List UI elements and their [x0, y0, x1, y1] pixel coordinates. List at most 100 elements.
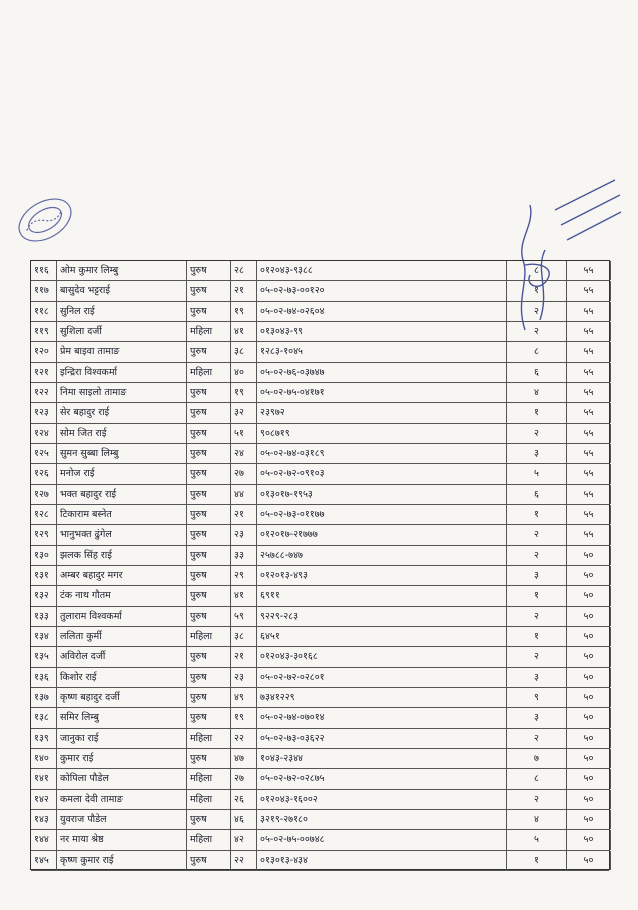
- cell-name: कोपिला पौडेल: [57, 769, 187, 789]
- cell-count: ४: [507, 383, 567, 403]
- cell-name: मनोज राई: [57, 464, 187, 484]
- cell-id-number: ०१२०४३-३०१६८: [257, 647, 507, 667]
- cell-serial: १४२: [31, 789, 57, 809]
- cell-name: इन्द्रिरा विश्वकर्मा: [57, 362, 187, 382]
- cell-count: १: [507, 627, 567, 647]
- cell-id-number: ०५-०२-७४-०३१८९: [257, 444, 507, 464]
- cell-count: २: [507, 789, 567, 809]
- cell-id-number: ०१२०४३-१६००२: [257, 789, 507, 809]
- cell-code: ५०: [567, 688, 611, 708]
- cell-age: २१: [231, 281, 257, 301]
- cell-id-number: ०५-०२-७४-०७०१४: [257, 708, 507, 728]
- cell-serial: १२७: [31, 484, 57, 504]
- cell-count: ९: [507, 688, 567, 708]
- cell-gender: महिला: [187, 789, 231, 809]
- cell-count: १: [507, 586, 567, 606]
- cell-gender: पुरुष: [187, 606, 231, 626]
- cell-count: ३: [507, 444, 567, 464]
- cell-gender: महिला: [187, 728, 231, 748]
- cell-code: ५५: [567, 505, 611, 525]
- cell-name: झलक सिंह राई: [57, 545, 187, 565]
- cell-count: १: [507, 403, 567, 423]
- cell-serial: १३५: [31, 647, 57, 667]
- cell-serial: १४५: [31, 850, 57, 870]
- cell-serial: १३२: [31, 586, 57, 606]
- cell-age: ४१: [231, 586, 257, 606]
- cell-serial: १३८: [31, 708, 57, 728]
- cell-code: ५०: [567, 850, 611, 870]
- cell-gender: पुरुष: [187, 342, 231, 362]
- cell-serial: १२२: [31, 383, 57, 403]
- cell-serial: १२६: [31, 464, 57, 484]
- cell-age: ५१: [231, 423, 257, 443]
- cell-gender: पुरुष: [187, 688, 231, 708]
- cell-serial: १३४: [31, 627, 57, 647]
- cell-age: ३८: [231, 627, 257, 647]
- cell-gender: महिला: [187, 322, 231, 342]
- cell-name: कृष्ण कुमार राई: [57, 850, 187, 870]
- cell-code: ५०: [567, 728, 611, 748]
- cell-age: ३८: [231, 342, 257, 362]
- cell-gender: पुरुष: [187, 403, 231, 423]
- cell-code: ५०: [567, 647, 611, 667]
- cell-code: ५५: [567, 362, 611, 382]
- cell-count: ६: [507, 484, 567, 504]
- cell-code: ५०: [567, 667, 611, 687]
- cell-code: ५५: [567, 444, 611, 464]
- cell-id-number: ७३४१२२९: [257, 688, 507, 708]
- cell-count: ८: [507, 342, 567, 362]
- cell-name: प्रेम बाइवा तामाङ: [57, 342, 187, 362]
- cell-code: ५५: [567, 261, 611, 281]
- cell-count: ८: [507, 769, 567, 789]
- cell-name: जानुका राई: [57, 728, 187, 748]
- cell-id-number: ०५-०२-७४-०२६०४: [257, 301, 507, 321]
- cell-name: नर माया श्रेष्ठ: [57, 830, 187, 850]
- cell-gender: पुरुष: [187, 423, 231, 443]
- cell-id-number: १२८३-१०४५: [257, 342, 507, 362]
- cell-id-number: २३९७२: [257, 403, 507, 423]
- cell-id-number: ०१२०१३-४९३: [257, 566, 507, 586]
- cell-serial: १२१: [31, 362, 57, 382]
- cell-count: ६: [507, 362, 567, 382]
- cell-name: सुशिला दर्जी: [57, 322, 187, 342]
- cell-code: ५५: [567, 464, 611, 484]
- cell-count: ३: [507, 708, 567, 728]
- cell-count: २: [507, 423, 567, 443]
- cell-id-number: ०५-०२-७३-०११७७: [257, 505, 507, 525]
- cell-gender: पुरुष: [187, 301, 231, 321]
- cell-id-number: ०१२०४३-९३८८: [257, 261, 507, 281]
- cell-code: ५०: [567, 708, 611, 728]
- cell-count: ५: [507, 464, 567, 484]
- cell-name: ललिता कुर्मी: [57, 627, 187, 647]
- cell-count: २: [507, 322, 567, 342]
- cell-name: बासुदेव भट्टराई: [57, 281, 187, 301]
- cell-name: अम्बर बहादुर मगर: [57, 566, 187, 586]
- cell-id-number: ६९११: [257, 586, 507, 606]
- cell-id-number: १०४३-२३४४: [257, 749, 507, 769]
- cell-name: निमा साइलो तामाङ: [57, 383, 187, 403]
- cell-age: ४२: [231, 830, 257, 850]
- cell-code: ५०: [567, 545, 611, 565]
- cell-age: २९: [231, 566, 257, 586]
- cell-gender: पुरुष: [187, 261, 231, 281]
- cell-gender: महिला: [187, 362, 231, 382]
- cell-name: समिर लिम्बु: [57, 708, 187, 728]
- cell-gender: पुरुष: [187, 545, 231, 565]
- cell-code: ५०: [567, 769, 611, 789]
- cell-gender: पुरुष: [187, 850, 231, 870]
- cell-age: २७: [231, 464, 257, 484]
- cell-name: अविरोल दर्जी: [57, 647, 187, 667]
- cell-count: १: [507, 850, 567, 870]
- cell-age: १९: [231, 708, 257, 728]
- cell-serial: १२५: [31, 444, 57, 464]
